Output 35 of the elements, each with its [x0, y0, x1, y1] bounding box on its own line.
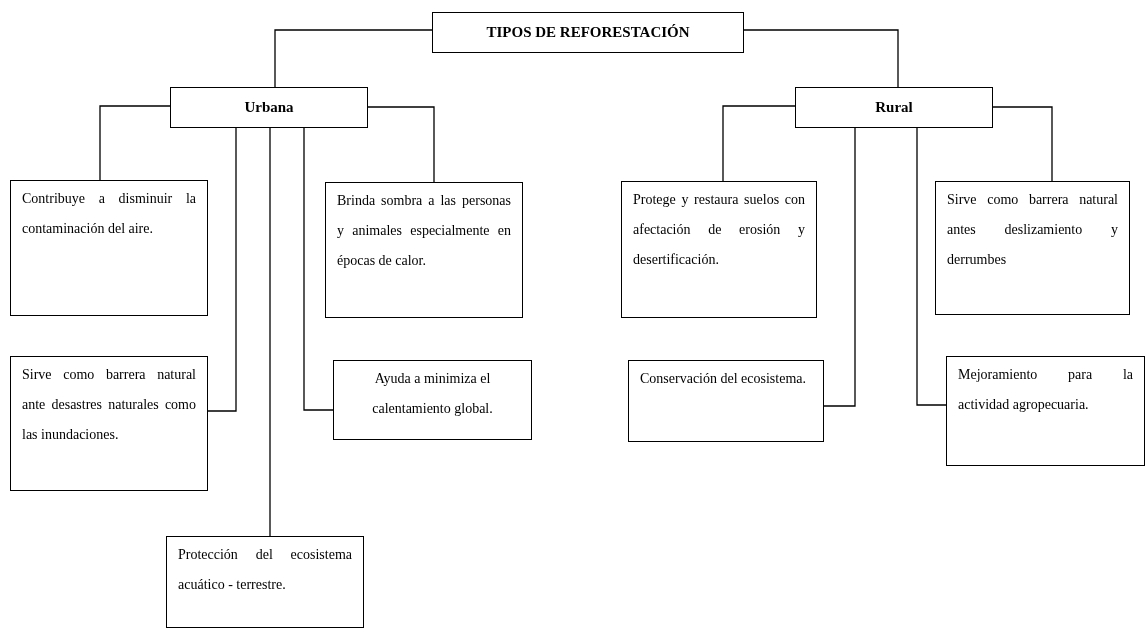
description-box [628, 360, 824, 442]
description-text: Ayuda a minimiza el calentamiento global. [371, 370, 494, 418]
connector-line [743, 29, 899, 88]
category-label: Urbana [244, 98, 294, 118]
category-box [795, 87, 993, 128]
connector-line [992, 106, 1053, 182]
category-label: TIPOS DE REFORESTACIÓN [486, 23, 690, 43]
description-box [333, 360, 532, 440]
connector-line [367, 106, 435, 183]
description-text: Brinda sombra a las personas y animales especialmente en épocas de calor. [337, 192, 511, 270]
description-text: Sirve como barrera natural antes deslizamiento y derrumbes [947, 191, 1118, 269]
description-box [325, 182, 523, 318]
description-box [621, 181, 817, 318]
description-text: Contribuye a disminuir la contaminación del aire. [22, 190, 196, 238]
connector-line [823, 127, 856, 407]
description-box [10, 356, 208, 491]
description-text: Protección del ecosistema acuático - terrestre. [178, 546, 352, 594]
connector-line [722, 105, 796, 182]
description-text: Conservación del ecosistema. [640, 370, 807, 388]
category-label: Rural [875, 98, 913, 118]
description-box [935, 181, 1130, 315]
category-box [432, 12, 744, 53]
connector-line [916, 127, 947, 406]
description-text: Sirve como barrera natural ante desastres naturales como las inundaciones. [22, 366, 196, 444]
description-box [10, 180, 208, 316]
description-box [166, 536, 364, 628]
description-text: Protege y restaura suelos con afectación de erosión y desertificación. [633, 191, 805, 269]
connector-line [269, 127, 271, 537]
connector-line [99, 105, 171, 181]
category-box [170, 87, 368, 128]
description-text: Mejoramiento para la actividad agropecuaria. [958, 366, 1133, 414]
connector-line [303, 127, 334, 411]
connector-line [274, 29, 433, 88]
connector-line [207, 127, 237, 412]
description-box [946, 356, 1145, 466]
